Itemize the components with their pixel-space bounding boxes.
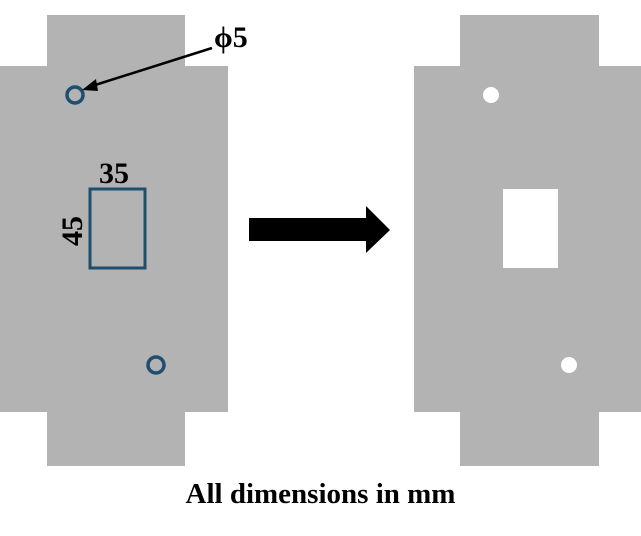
hole-diameter-label: ϕ5 xyxy=(214,21,248,54)
rect-width-label: 35 xyxy=(99,157,129,190)
process-arrow xyxy=(249,206,390,253)
units-caption: All dimensions in mm xyxy=(185,478,456,510)
right-top-hole xyxy=(483,87,499,103)
left-plate xyxy=(0,15,228,466)
leader-arrowhead xyxy=(82,79,98,91)
left-top-hole-outline xyxy=(65,85,85,105)
left-bottom-hole-outline xyxy=(146,355,166,375)
leader-line xyxy=(91,46,213,88)
rect-height-label: 45 xyxy=(56,216,89,246)
left-rect-outline xyxy=(88,187,147,270)
right-rect-cutout xyxy=(503,189,558,268)
right-bottom-hole xyxy=(561,357,577,373)
